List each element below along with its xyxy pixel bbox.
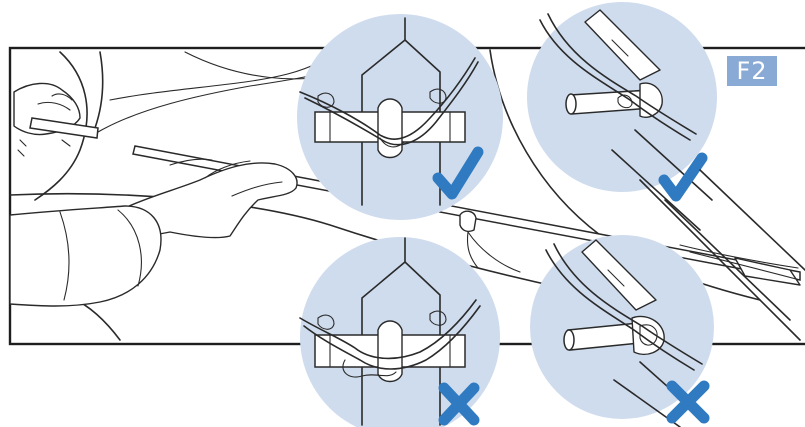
inset-top-left-correct	[297, 14, 503, 220]
figure-label: F2	[727, 56, 777, 86]
inset-bottom-right-incorrect	[530, 235, 714, 427]
